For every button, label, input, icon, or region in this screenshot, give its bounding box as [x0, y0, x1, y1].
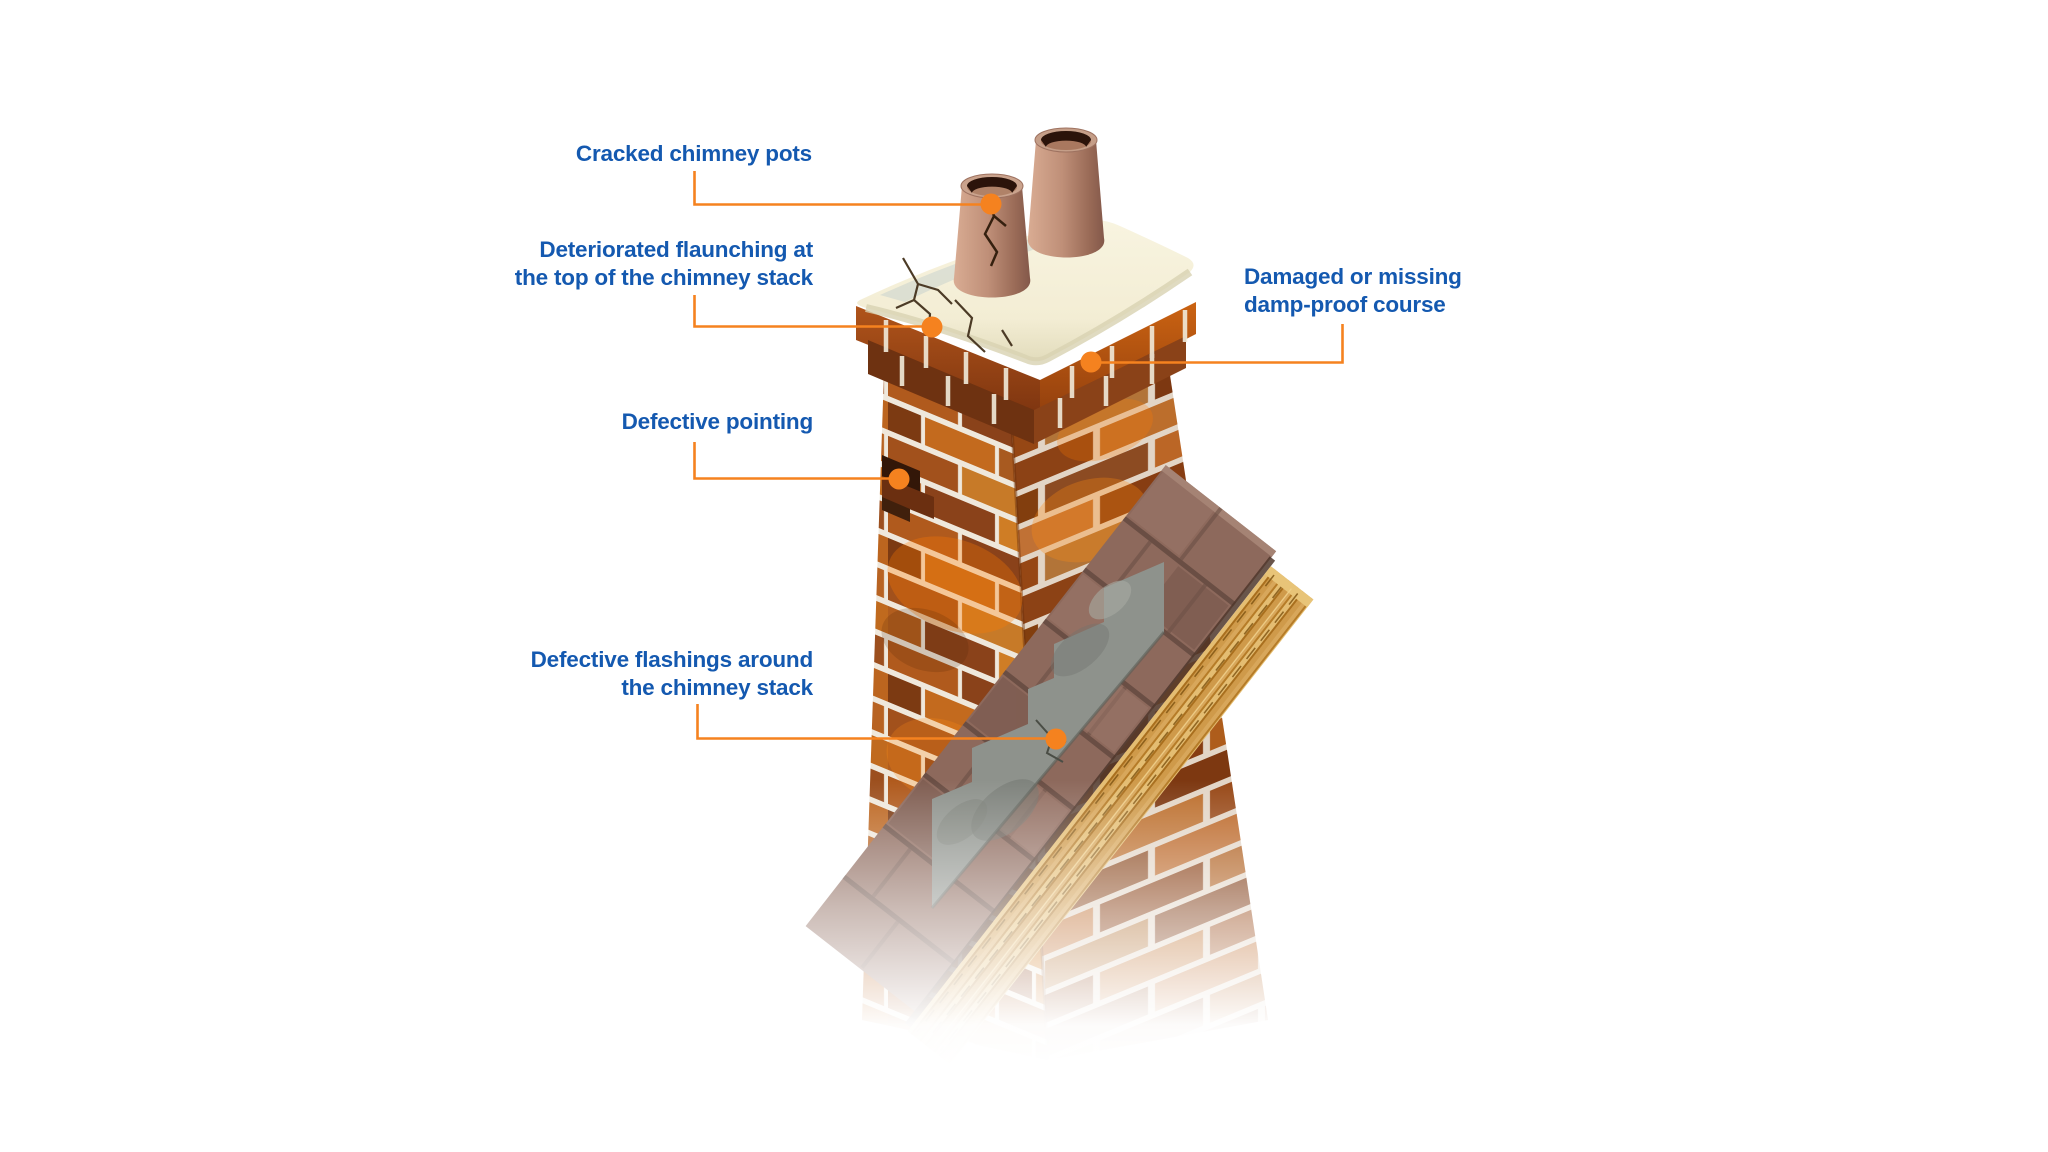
label-defective-pointing: Defective pointing [621, 408, 814, 436]
label-defective-flashings: Defective flashings around the chimney s… [530, 646, 814, 702]
label-line: damp-proof course [1244, 292, 1446, 317]
leader-deteriorated-flaunching [693, 295, 923, 328]
marker-dot-deteriorated-flaunching [921, 316, 943, 338]
label-cracked-chimney-pots: Cracked chimney pots [576, 140, 812, 168]
label-line: Cracked chimney pots [575, 141, 812, 166]
label-line: the top of the chimney stack [514, 265, 813, 290]
leader-damp-proof-course [1100, 324, 1344, 364]
label-line: Defective flashings around [530, 647, 814, 672]
label-deteriorated-flaunching: Deteriorated flaunching at the top of th… [515, 236, 813, 292]
marker-dot-defective-pointing [888, 468, 910, 490]
marker-dot-cracked-chimney-pots [980, 193, 1002, 215]
fade-overlay [620, 780, 1520, 1152]
marker-dot-damp-proof-course [1080, 351, 1102, 373]
label-line: the chimney stack [621, 675, 813, 700]
leader-lines [693, 171, 1344, 740]
marker-dot-defective-flashings [1045, 728, 1067, 750]
leader-defective-pointing [693, 442, 890, 480]
chimney-pot-right [1027, 127, 1105, 258]
chimney-pot-left [953, 173, 1031, 298]
leader-cracked-chimney-pots [693, 171, 983, 206]
label-line: Damaged or missing [1244, 264, 1462, 289]
label-line: Deteriorated flaunching at [539, 237, 813, 262]
label-damp-proof-course: Damaged or missing damp-proof course [1244, 263, 1462, 319]
label-line: Defective pointing [621, 409, 814, 434]
defect-markers [888, 193, 1102, 750]
leader-defective-flashings [696, 704, 1047, 740]
